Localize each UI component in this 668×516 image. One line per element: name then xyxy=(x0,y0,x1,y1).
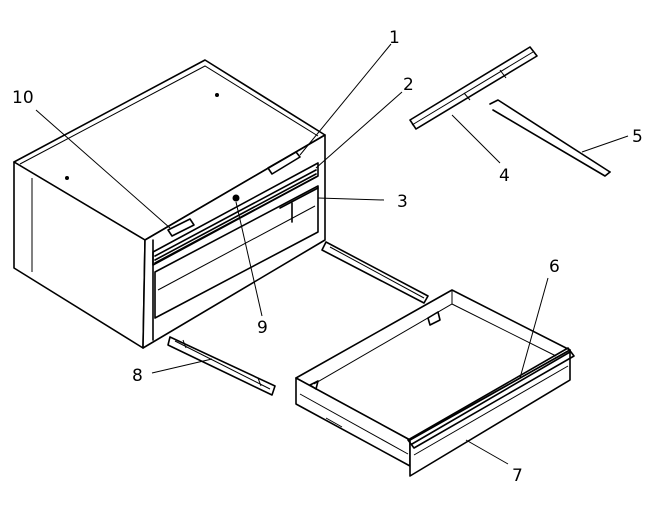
callout-3: 3 xyxy=(397,192,408,212)
callout-8: 8 xyxy=(132,366,143,386)
callouts: 1 2 3 4 5 6 7 8 9 10 xyxy=(12,28,643,486)
leader-lines xyxy=(35,43,629,465)
slide-rail-part-8 xyxy=(167,336,276,396)
callout-7: 7 xyxy=(512,466,523,486)
callout-1: 1 xyxy=(389,28,400,48)
drawer xyxy=(295,289,575,477)
callout-10: 10 xyxy=(12,88,34,108)
callout-6: 6 xyxy=(549,257,560,277)
callout-4: 4 xyxy=(499,166,510,186)
cabinet xyxy=(13,59,326,349)
slide-rail-part-4 xyxy=(409,46,538,130)
callout-2: 2 xyxy=(403,75,414,95)
slide-rail-right xyxy=(321,241,429,304)
callout-5: 5 xyxy=(632,127,643,147)
rod-part-5 xyxy=(489,99,611,177)
callout-9: 9 xyxy=(257,318,268,338)
